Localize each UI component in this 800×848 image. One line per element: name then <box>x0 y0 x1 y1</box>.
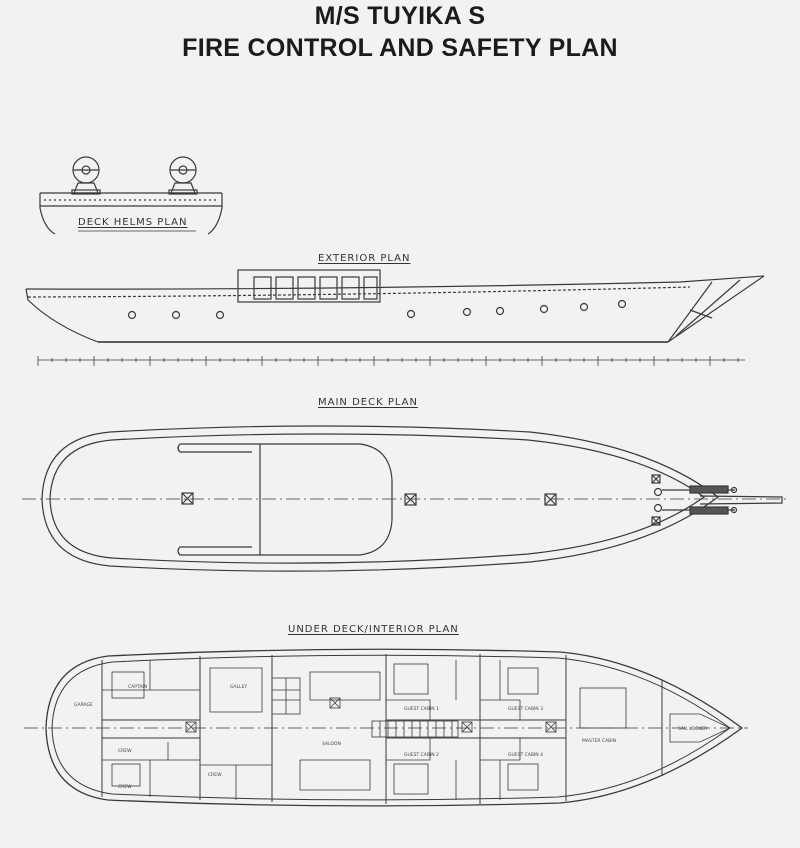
helm-hull-fwd <box>207 193 223 235</box>
room-label-captain: CAPTAIN <box>128 684 147 690</box>
room-label-guest-cabin-3: GUEST CABIN 3 <box>508 706 543 712</box>
hull-outline <box>45 648 744 807</box>
deckhouse-window <box>253 276 272 300</box>
deckhouse-roof <box>252 443 393 556</box>
bed <box>393 763 429 795</box>
helm-hull-aft <box>39 193 56 235</box>
hull-inner-outline <box>51 654 731 801</box>
deck-helms-plan <box>39 156 223 235</box>
stair <box>371 720 459 738</box>
view-label-under-deck: UNDER DECK/INTERIOR PLAN <box>288 624 459 635</box>
bunk <box>111 763 141 787</box>
porthole <box>539 304 549 314</box>
partition <box>386 660 457 800</box>
room-label-galley: GALLEY <box>230 684 247 690</box>
deckhouse <box>237 269 381 303</box>
sail-locker-arrow <box>669 713 731 743</box>
deckhouse-window <box>341 276 360 300</box>
room-label-saloon: SALOON <box>322 741 341 747</box>
room-label-guest-cabin-1: GUEST CABIN 1 <box>404 706 439 712</box>
partition <box>102 660 200 797</box>
partition <box>200 667 272 800</box>
porthole <box>215 310 225 320</box>
view-label-main-deck: MAIN DECK PLAN <box>318 397 418 408</box>
hatch <box>329 697 341 709</box>
view-label-deck-helms: DECK HELMS PLAN <box>78 217 188 228</box>
helm-wheel-2 <box>168 156 198 195</box>
bed <box>507 667 539 695</box>
main-deck-plan <box>22 425 790 572</box>
room-label-crew-3: CREW <box>208 772 222 778</box>
drawing-subtitle: FIRE CONTROL AND SAFETY PLAN <box>182 34 618 62</box>
bow-detail <box>667 279 741 343</box>
deck-inner-outline <box>49 433 706 564</box>
bulwark-line <box>27 286 691 298</box>
bench-port <box>177 443 252 453</box>
view-label-exterior: EXTERIOR PLAN <box>318 253 411 264</box>
room-label-guest-cabin-2: GUEST CABIN 2 <box>404 752 439 758</box>
porthole <box>406 309 416 319</box>
hatch <box>181 492 194 505</box>
exterior-plan <box>25 269 765 366</box>
hatch <box>404 493 417 506</box>
porthole <box>617 299 627 309</box>
deckhouse-window <box>319 276 338 300</box>
porthole <box>462 307 472 317</box>
porthole <box>495 306 505 316</box>
bench-stbd <box>177 546 252 556</box>
drawing-title: M/S TUYIKA S <box>314 2 486 30</box>
windlass-bowsprit <box>653 485 783 515</box>
bed <box>111 671 145 699</box>
room-label-sail-locker: SAIL LOCKER <box>678 726 707 732</box>
hatch <box>544 493 557 506</box>
hatch <box>185 721 197 733</box>
room-label-master-cabin: MASTER CABIN <box>582 738 616 744</box>
porthole <box>579 302 589 312</box>
spiral-stair <box>271 677 301 715</box>
room-label-guest-cabin-4: GUEST CABIN 4 <box>508 752 543 758</box>
saloon-furniture <box>299 671 381 791</box>
bed <box>393 663 429 695</box>
hatch <box>461 721 473 733</box>
room-label-garage: GARAGE <box>74 702 93 708</box>
porthole <box>127 310 137 320</box>
deckhouse-window <box>297 276 316 300</box>
scale-ticks <box>37 356 739 366</box>
room-label-crew-1: CREW <box>118 748 132 754</box>
hatch <box>545 721 557 733</box>
deckhouse-window <box>275 276 294 300</box>
room-label-crew-2: CREW <box>118 784 132 790</box>
deck-outline <box>41 425 719 572</box>
porthole <box>171 310 181 320</box>
sheer-line <box>25 275 765 290</box>
hatch <box>651 474 661 484</box>
deckhouse-window <box>363 276 378 300</box>
hull-profile <box>25 275 765 343</box>
partition <box>480 660 521 800</box>
under-deck-plan <box>24 648 748 807</box>
helm-wheel-1 <box>71 156 101 195</box>
bed <box>507 763 539 791</box>
hatch <box>651 516 661 526</box>
bed <box>579 687 627 729</box>
